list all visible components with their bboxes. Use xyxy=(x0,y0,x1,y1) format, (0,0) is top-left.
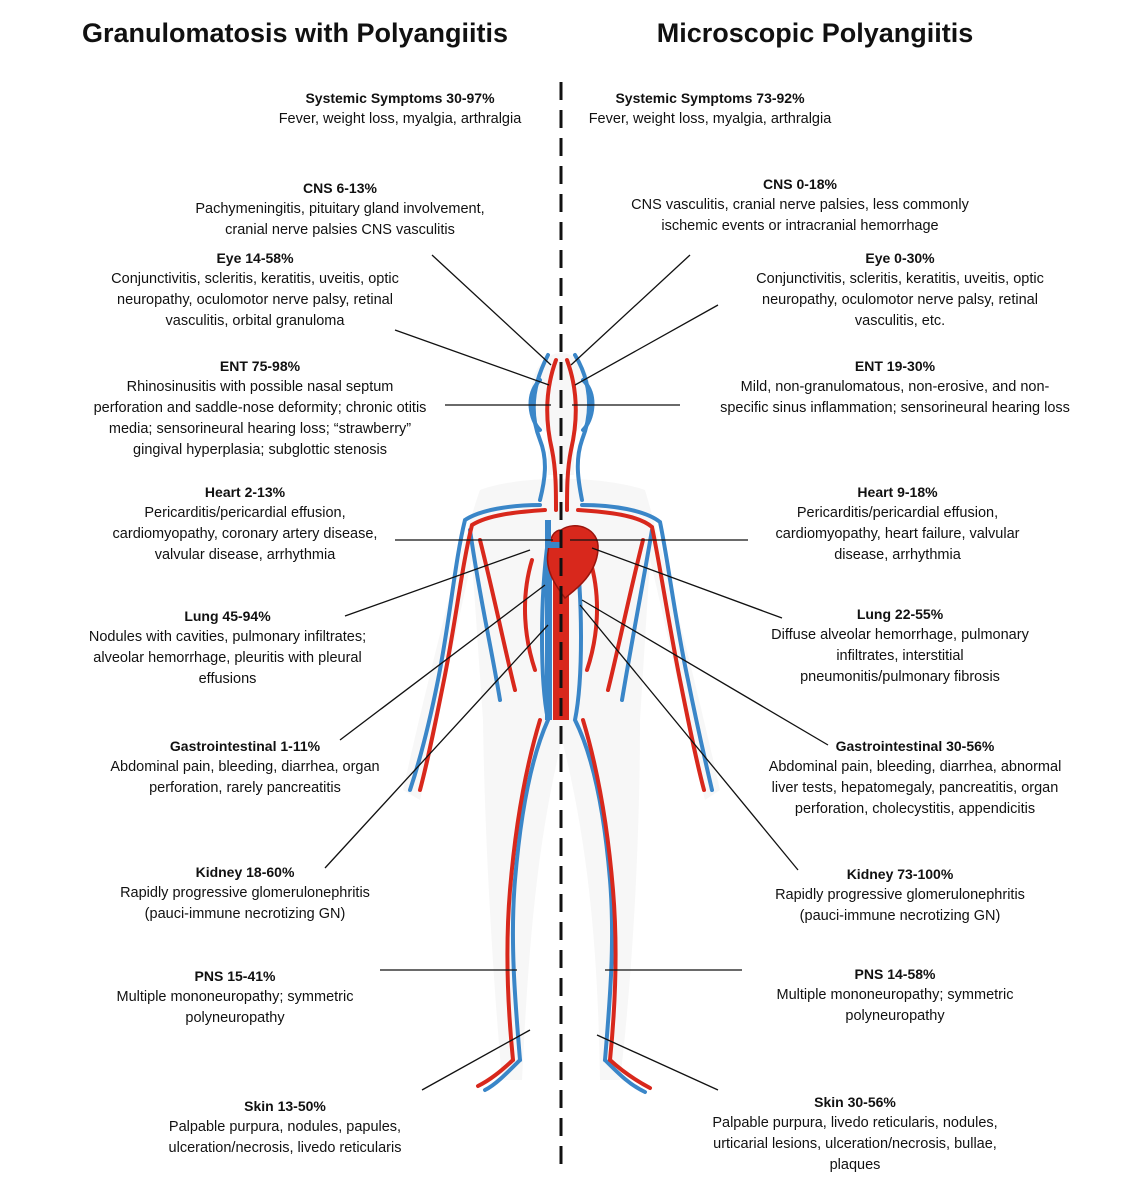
gpa-skin-heading: Skin 13-50% xyxy=(244,1098,326,1114)
mpa-heart-block: Heart 9-18% Pericarditis/pericardial eff… xyxy=(745,482,1050,566)
gpa-kidney-heading: Kidney 18-60% xyxy=(195,864,295,880)
gpa-skin-block: Skin 13-50% Palpable purpura, nodules, p… xyxy=(115,1096,455,1159)
mpa-pns-block: PNS 14-58% Multiple mononeuropathy; symm… xyxy=(740,964,1050,1027)
gpa-cns-text: Pachymeningitis, pituitary gland involve… xyxy=(195,201,485,238)
mpa-cns-text: CNS vasculitis, cranial nerve palsies, l… xyxy=(631,197,969,234)
mpa-ent-block: ENT 19-30% Mild, non-granulomatous, non-… xyxy=(690,356,1100,419)
mpa-systemic-block: Systemic Symptoms 73-92% Fever, weight l… xyxy=(555,88,865,130)
gpa-pns-heading: PNS 15-41% xyxy=(194,968,276,984)
gpa-heart-text: Pericarditis/pericardial effusion, cardi… xyxy=(112,505,378,563)
mpa-pns-heading: PNS 14-58% xyxy=(854,966,936,982)
mpa-eye-block: Eye 0-30% Conjunctivitis, scleritis, ker… xyxy=(720,248,1080,332)
gpa-heart-block: Heart 2-13% Pericarditis/pericardial eff… xyxy=(85,482,405,566)
gpa-systemic-block: Systemic Symptoms 30-97% Fever, weight l… xyxy=(220,88,580,130)
gpa-systemic-text: Fever, weight loss, myalgia, arthralgia xyxy=(278,111,522,127)
mpa-eye-heading: Eye 0-30% xyxy=(865,250,935,266)
gpa-eye-text: Conjunctivitis, scleritis, keratitis, uv… xyxy=(111,271,399,329)
gpa-pns-text: Multiple mononeuropathy; symmetric polyn… xyxy=(116,989,354,1026)
gpa-gi-text: Abdominal pain, bleeding, diarrhea, orga… xyxy=(110,759,380,796)
mpa-skin-block: Skin 30-56% Palpable purpura, livedo ret… xyxy=(670,1092,1040,1176)
gpa-skin-text: Palpable purpura, nodules, papules, ulce… xyxy=(168,1119,402,1156)
gpa-gi-block: Gastrointestinal 1-11% Abdominal pain, b… xyxy=(80,736,410,799)
gpa-ent-block: ENT 75-98% Rhinosinusitis with possible … xyxy=(70,356,450,461)
mpa-systemic-text: Fever, weight loss, myalgia, arthralgia xyxy=(588,111,832,127)
leader-lines xyxy=(324,254,829,1091)
mpa-cns-block: CNS 0-18% CNS vasculitis, cranial nerve … xyxy=(610,174,990,237)
gpa-lung-text: Nodules with cavities, pulmonary infiltr… xyxy=(88,629,367,687)
gpa-lung-heading: Lung 45-94% xyxy=(184,608,271,624)
mpa-kidney-text: Rapidly progressive glomerulonephritis (… xyxy=(775,887,1025,924)
gpa-gi-heading: Gastrointestinal 1-11% xyxy=(169,738,321,754)
gpa-ent-text: Rhinosinusitis with possible nasal septu… xyxy=(93,379,427,458)
mpa-gi-heading: Gastrointestinal 30-56% xyxy=(835,738,995,754)
mpa-heart-text: Pericarditis/pericardial effusion, cardi… xyxy=(775,505,1020,563)
mpa-lung-text: Diffuse alveolar hemorrhage, pulmonary i… xyxy=(771,627,1029,685)
mpa-kidney-block: Kidney 73-100% Rapidly progressive glome… xyxy=(735,864,1065,927)
mpa-ent-text: Mild, non-granulomatous, non-erosive, an… xyxy=(720,379,1070,416)
mpa-gi-block: Gastrointestinal 30-56% Abdominal pain, … xyxy=(740,736,1090,820)
mpa-heart-heading: Heart 9-18% xyxy=(857,484,938,500)
gpa-systemic-heading: Systemic Symptoms 30-97% xyxy=(305,90,495,106)
gpa-heart-heading: Heart 2-13% xyxy=(204,484,286,500)
gpa-lung-block: Lung 45-94% Nodules with cavities, pulmo… xyxy=(55,606,400,690)
mpa-lung-heading: Lung 22-55% xyxy=(856,606,944,622)
mpa-pns-text: Multiple mononeuropathy; symmetric polyn… xyxy=(776,987,1014,1024)
gpa-kidney-block: Kidney 18-60% Rapidly progressive glomer… xyxy=(80,862,410,925)
mpa-skin-heading: Skin 30-56% xyxy=(814,1094,896,1110)
gpa-ent-heading: ENT 75-98% xyxy=(219,358,301,374)
title-mpa: Microscopic Polyangiitis xyxy=(656,18,974,48)
mpa-lung-block: Lung 22-55% Diffuse alveolar hemorrhage,… xyxy=(745,604,1055,688)
mpa-eye-text: Conjunctivitis, scleritis, keratitis, uv… xyxy=(756,271,1044,329)
gpa-pns-block: PNS 15-41% Multiple mononeuropathy; symm… xyxy=(85,966,385,1029)
mpa-systemic-heading: Systemic Symptoms 73-92% xyxy=(615,90,805,106)
gpa-cns-heading: CNS 6-13% xyxy=(303,180,377,196)
gpa-eye-block: Eye 14-58% Conjunctivitis, scleritis, ke… xyxy=(55,248,455,332)
gpa-cns-block: CNS 6-13% Pachymeningitis, pituitary gla… xyxy=(150,178,530,241)
title-gpa: Granulomatosis with Polyangiitis xyxy=(81,18,509,48)
mpa-kidney-heading: Kidney 73-100% xyxy=(846,866,954,882)
mpa-ent-heading: ENT 19-30% xyxy=(854,358,936,374)
mpa-skin-text: Palpable purpura, livedo reticularis, no… xyxy=(712,1115,998,1173)
mpa-gi-text: Abdominal pain, bleeding, diarrhea, abno… xyxy=(768,759,1062,817)
mpa-cns-heading: CNS 0-18% xyxy=(763,176,837,192)
gpa-eye-heading: Eye 14-58% xyxy=(216,250,294,266)
gpa-kidney-text: Rapidly progressive glomerulonephritis (… xyxy=(120,885,370,922)
